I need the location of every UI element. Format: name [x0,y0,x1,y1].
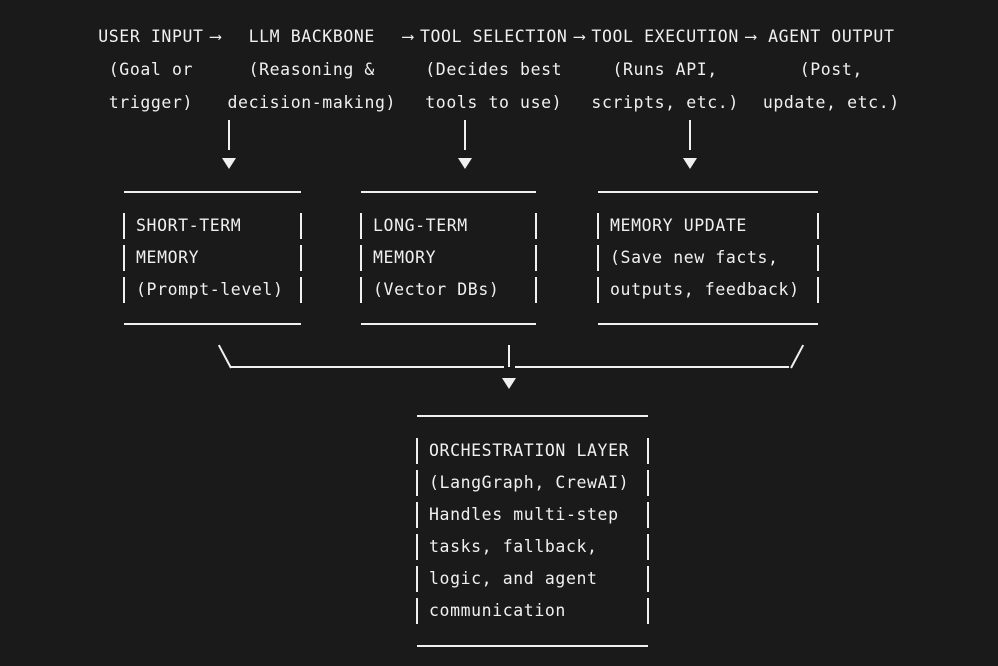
stage-title: TOOL SELECTION [419,27,568,46]
box-right-border [647,534,649,560]
pipeline-stage-user-input: USER INPUT (Goal or trigger) [98,20,203,119]
arrow-down-icon [222,158,236,169]
box-line: (LangGraph, CrewAI) [408,467,657,499]
box-line: communication [408,595,657,627]
arrow-down-icon [458,158,472,169]
box-right-border [535,213,537,239]
connector-line [689,120,691,150]
pipeline-stage-tool-selection: TOOL SELECTION (Decides best tools to us… [420,20,567,119]
pipeline-stage-llm-backbone: LLM BACKBONE (Reasoning & decision-makin… [228,20,397,119]
arrow-right-icon: ⟶ [574,27,585,46]
connector-tool-execution-to-memory-update [683,120,697,169]
box-right-border [647,502,649,528]
arrow-down-icon [683,158,697,169]
arrow-right-icon: ⟶ [745,27,756,46]
box-top-border [124,191,301,193]
stage-subtitle-line2: trigger) [108,93,194,112]
box-left-border [416,438,418,464]
connector-line [464,120,466,150]
memory-update-box: MEMORY UPDATE (Save new facts, outputs, … [589,191,827,325]
box-top-border [361,191,536,193]
stage-subtitle-line2: decision-making) [227,93,397,112]
memory-merge-connector [0,340,998,390]
box-line: SHORT-TERM [115,210,310,242]
orchestration-layer-box: ORCHESTRATION LAYER (LangGraph, CrewAI) … [408,415,657,647]
stage-title: USER INPUT [98,27,204,46]
box-right-border [535,277,537,303]
box-line: ORCHESTRATION LAYER [408,435,657,467]
box-left-border [123,277,125,303]
box-bottom-border [124,323,301,325]
box-right-border [647,438,649,464]
merge-line-right [515,366,789,368]
connector-line [228,120,230,150]
box-line: Handles multi-step [408,499,657,531]
merge-line-left [231,366,504,368]
box-line: LONG-TERM [352,210,545,242]
box-left-border [416,502,418,528]
box-top-border [598,191,818,193]
box-line: (Vector DBs) [352,274,545,306]
box-left-border [597,213,599,239]
stage-subtitle-line1: (Reasoning & [248,60,375,79]
box-right-border [817,245,819,271]
box-left-border [416,566,418,592]
box-left-border [597,245,599,271]
merge-backslash-icon [217,344,232,369]
box-right-border [535,245,537,271]
box-left-border [416,470,418,496]
box-right-border [817,277,819,303]
box-left-border [360,213,362,239]
stage-subtitle-line2: tools to use) [425,93,563,112]
stage-subtitle-line1: (Runs API, [612,60,718,79]
connector-merge-to-orchestration [502,378,516,389]
box-line: (Save new facts, [589,242,827,274]
arrow-right-icon: ⟶ [403,27,413,46]
stage-title: AGENT OUTPUT [768,27,895,46]
pipeline-header-row: USER INPUT (Goal or trigger) ⟶ LLM BACKB… [0,20,998,119]
arrow-right-icon: ⟶ [210,27,221,46]
box-line: MEMORY [352,242,545,274]
stage-title: LLM BACKBONE [248,27,375,46]
stage-subtitle-line1: (Goal or [108,60,194,79]
box-line: (Prompt-level) [115,274,310,306]
long-term-memory-box: LONG-TERM MEMORY (Vector DBs) [352,191,545,325]
stage-subtitle-line2: update, etc.) [762,93,900,112]
box-bottom-border [417,645,648,647]
arrow-down-icon [502,378,516,389]
box-right-border [300,277,302,303]
box-right-border [647,470,649,496]
merge-center-pipe [508,345,510,367]
box-line: MEMORY [115,242,310,274]
stage-subtitle-line2: scripts, etc.) [591,93,739,112]
box-left-border [416,534,418,560]
connector-llm-to-short-term-memory [222,120,236,169]
box-right-border [817,213,819,239]
stage-subtitle-line1: (Decides best [425,60,563,79]
pipeline-stage-tool-execution: TOOL EXECUTION (Runs API, scripts, etc.) [591,20,738,119]
box-line: logic, and agent [408,563,657,595]
box-right-border [300,245,302,271]
box-left-border [123,245,125,271]
pipeline-stage-agent-output: AGENT OUTPUT (Post, update, etc.) [763,20,900,119]
box-line: tasks, fallback, [408,531,657,563]
box-right-border [647,598,649,624]
box-left-border [123,213,125,239]
box-right-border [647,566,649,592]
short-term-memory-box: SHORT-TERM MEMORY (Prompt-level) [115,191,310,325]
merge-forwardslash-icon [790,344,805,369]
connector-tool-selection-to-long-term-memory [458,120,472,169]
box-left-border [360,277,362,303]
box-bottom-border [361,323,536,325]
stage-title: TOOL EXECUTION [591,27,739,46]
box-line: MEMORY UPDATE [589,210,827,242]
box-right-border [300,213,302,239]
box-line: outputs, feedback) [589,274,827,306]
box-left-border [360,245,362,271]
stage-subtitle-line1: (Post, [799,60,863,79]
box-left-border [597,277,599,303]
box-left-border [416,598,418,624]
box-bottom-border [598,323,818,325]
box-top-border [417,415,648,417]
